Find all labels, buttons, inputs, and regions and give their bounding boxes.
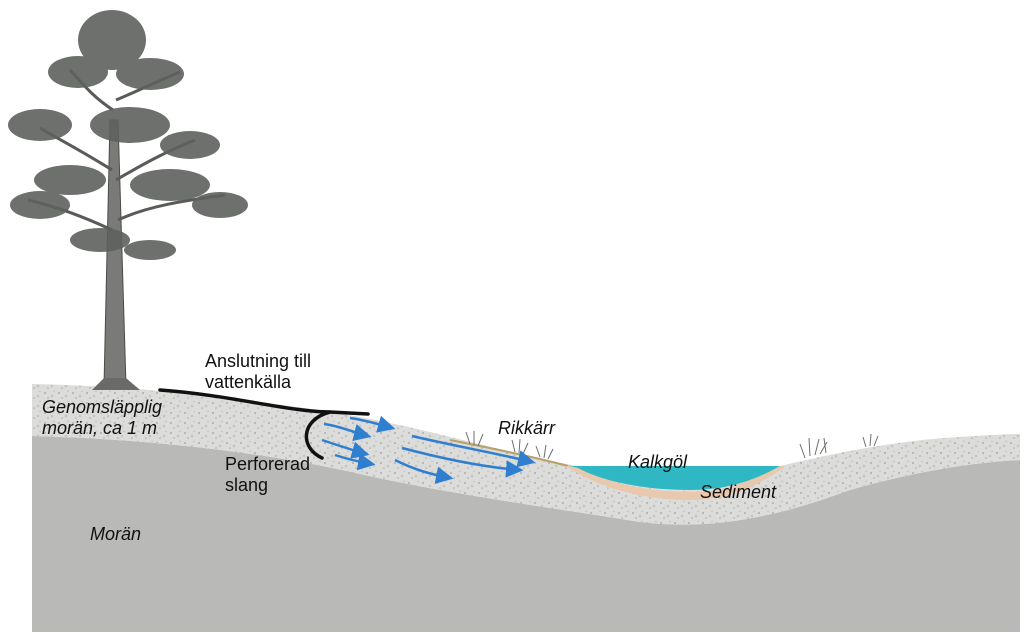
moraine-label: Morän — [90, 524, 142, 544]
perforated-label-line2: slang — [225, 475, 269, 495]
pond-label: Kalkgöl — [628, 452, 688, 472]
sediment-label: Sediment — [700, 482, 777, 502]
permeable-moraine-layer — [32, 384, 1020, 525]
perforated-label-line1: Perforerad — [225, 454, 311, 474]
supply-pipe — [158, 388, 370, 416]
water-flow-arrows — [321, 415, 536, 484]
perforated-hose — [304, 410, 332, 460]
pine-tree — [8, 10, 248, 390]
permeable-label-line1: Genomsläpplig — [42, 397, 163, 417]
permeable-label-line2: morän, ca 1 m — [42, 418, 158, 438]
pond-water — [570, 466, 780, 490]
moraine-layer — [32, 436, 1020, 632]
perforated-hose-label: Perforerad slang — [225, 454, 310, 496]
permeable-moraine-label: Genomsläpplig morän, ca 1 m — [42, 397, 162, 439]
connection-label-line1: Anslutning till — [205, 351, 312, 371]
connection-label: Anslutning till vattenkälla — [205, 351, 311, 393]
grass-tufts — [465, 431, 879, 460]
connection-label-line2: vattenkälla — [205, 372, 292, 392]
fen-surface — [449, 439, 569, 467]
sediment-layer — [566, 466, 786, 500]
fen-label: Rikkärr — [498, 418, 555, 438]
